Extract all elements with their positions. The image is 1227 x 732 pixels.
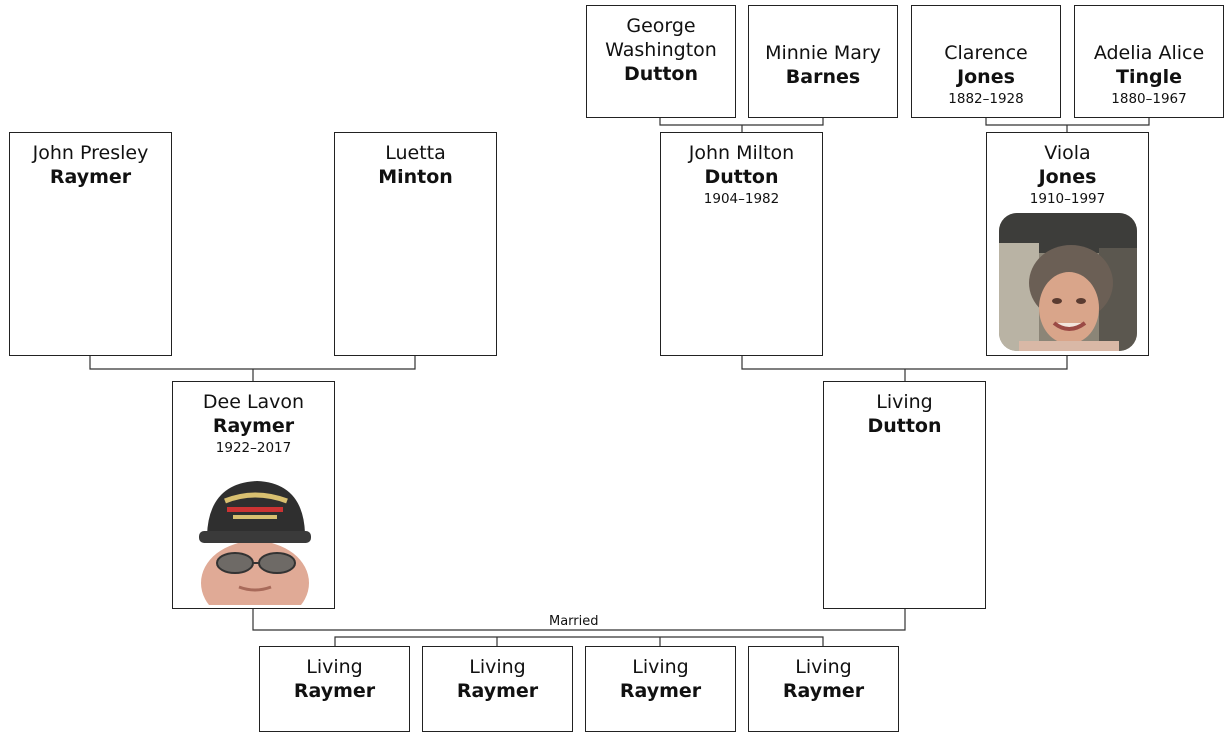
given-name: Living: [795, 656, 852, 678]
life-dates: 1922–2017: [215, 440, 292, 456]
given-name: John Milton: [688, 142, 795, 164]
given-name: Viola: [1044, 142, 1091, 164]
life-dates: 1882–1928: [948, 91, 1024, 107]
person-card-viola-jones[interactable]: Viola Jones 1910–1997: [986, 132, 1149, 356]
person-card-minnie-barnes[interactable]: Minnie Mary Barnes: [748, 5, 898, 118]
connector-jones-grandparents: [985, 118, 1150, 132]
connector-marriage: [252, 609, 906, 631]
given-name: Dee Lavon: [202, 391, 305, 413]
person-card-child-1[interactable]: Living Raymer: [259, 646, 410, 732]
person-card-child-4[interactable]: Living Raymer: [748, 646, 899, 732]
connector-dutton-parents: [741, 356, 1068, 381]
given-name: Living: [632, 656, 689, 678]
person-card-dee-lavon-raymer[interactable]: Dee Lavon Raymer 1922–2017: [172, 381, 335, 609]
surname: Raymer: [456, 680, 539, 702]
surname: Raymer: [619, 680, 702, 702]
surname: Raymer: [293, 680, 376, 702]
life-dates: 1880–1967: [1111, 91, 1187, 107]
surname: Minton: [378, 166, 453, 188]
given-name: Living: [469, 656, 526, 678]
surname: Jones: [957, 66, 1015, 88]
given-name: John Presley: [32, 142, 149, 164]
surname: Raymer: [782, 680, 865, 702]
person-card-child-3[interactable]: Living Raymer: [585, 646, 736, 732]
person-card-adelia-tingle[interactable]: Adelia Alice Tingle 1880–1967: [1074, 5, 1224, 118]
given-name: George Washington: [605, 15, 717, 61]
given-name: Adelia Alice: [1093, 42, 1205, 64]
surname: Dutton: [867, 415, 942, 437]
surname: Tingle: [1116, 66, 1182, 88]
surname: Raymer: [49, 166, 132, 188]
life-dates: 1904–1982: [703, 191, 780, 207]
person-card-clarence-jones[interactable]: Clarence Jones 1882–1928: [911, 5, 1061, 118]
surname: Dutton: [704, 166, 779, 188]
given-name: Luetta: [385, 142, 446, 164]
person-card-john-milton-dutton[interactable]: John Milton Dutton 1904–1982: [660, 132, 823, 356]
person-card-john-presley-raymer[interactable]: John Presley Raymer: [9, 132, 172, 356]
connector-dutton-grandparents: [659, 118, 824, 132]
surname: Barnes: [785, 66, 861, 88]
person-card-living-dutton[interactable]: Living Dutton: [823, 381, 986, 609]
life-dates: 1910–1997: [1029, 191, 1106, 207]
given-name: Living: [306, 656, 363, 678]
portrait-photo: [190, 475, 317, 605]
surname: Dutton: [623, 63, 699, 85]
connector-children: [334, 636, 824, 646]
given-name: Living: [876, 391, 933, 413]
person-card-child-2[interactable]: Living Raymer: [422, 646, 573, 732]
given-name: Minnie Mary: [765, 42, 881, 64]
person-card-luetta-minton[interactable]: Luetta Minton: [334, 132, 497, 356]
given-name: Clarence: [944, 42, 1028, 64]
connector-raymer-parents: [89, 356, 416, 381]
person-card-george-dutton[interactable]: George Washington Dutton: [586, 5, 736, 118]
surname: Raymer: [212, 415, 295, 437]
surname: Jones: [1038, 166, 1097, 188]
married-label: Married: [549, 614, 599, 629]
portrait-photo: [998, 213, 1137, 351]
